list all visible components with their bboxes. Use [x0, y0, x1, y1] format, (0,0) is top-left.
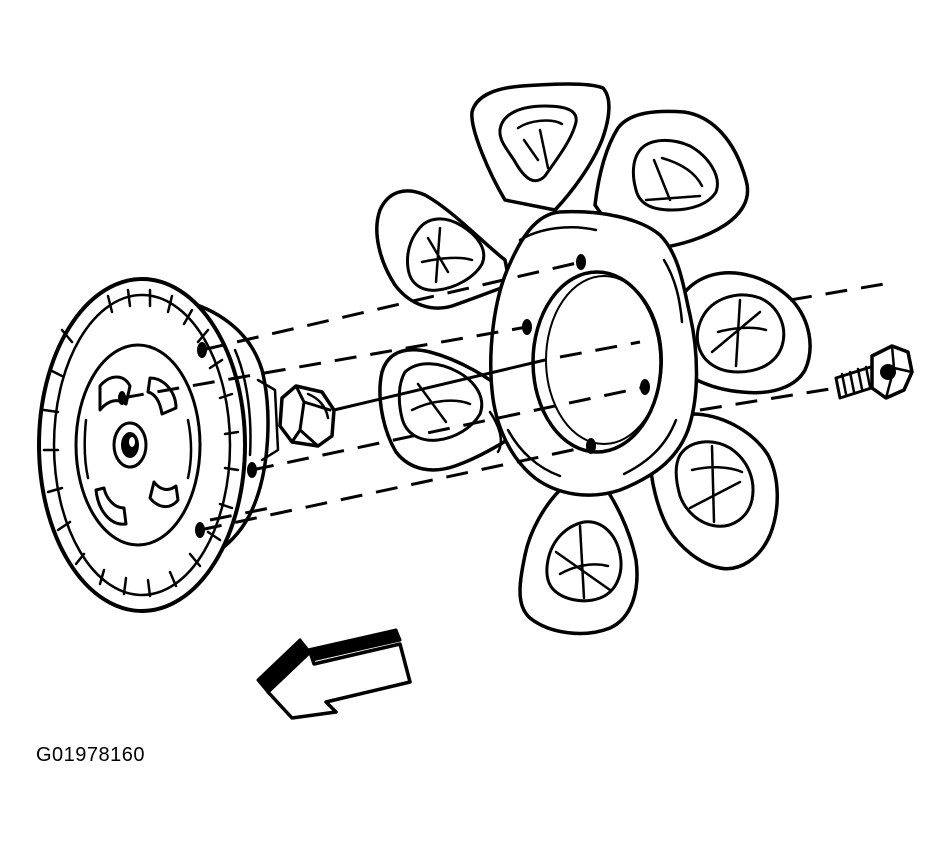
fan-blade-left: [375, 189, 512, 310]
alignment-lines: [121, 260, 885, 532]
fan-blade-right: [668, 271, 812, 395]
fan-blade-top: [470, 82, 611, 212]
direction-arrow: [256, 628, 412, 720]
clutch-stud-nut: [278, 384, 336, 448]
fan-blade-middle-left: [378, 348, 517, 472]
fan-blade-bottom: [518, 478, 639, 636]
fan-mounting-bolt: [834, 344, 914, 400]
figure-code-label: G01978160: [36, 744, 146, 766]
fan-clutch: [37, 277, 280, 613]
fan-clutch-fins: [42, 288, 240, 598]
fan-blade-assembly: [375, 82, 812, 636]
